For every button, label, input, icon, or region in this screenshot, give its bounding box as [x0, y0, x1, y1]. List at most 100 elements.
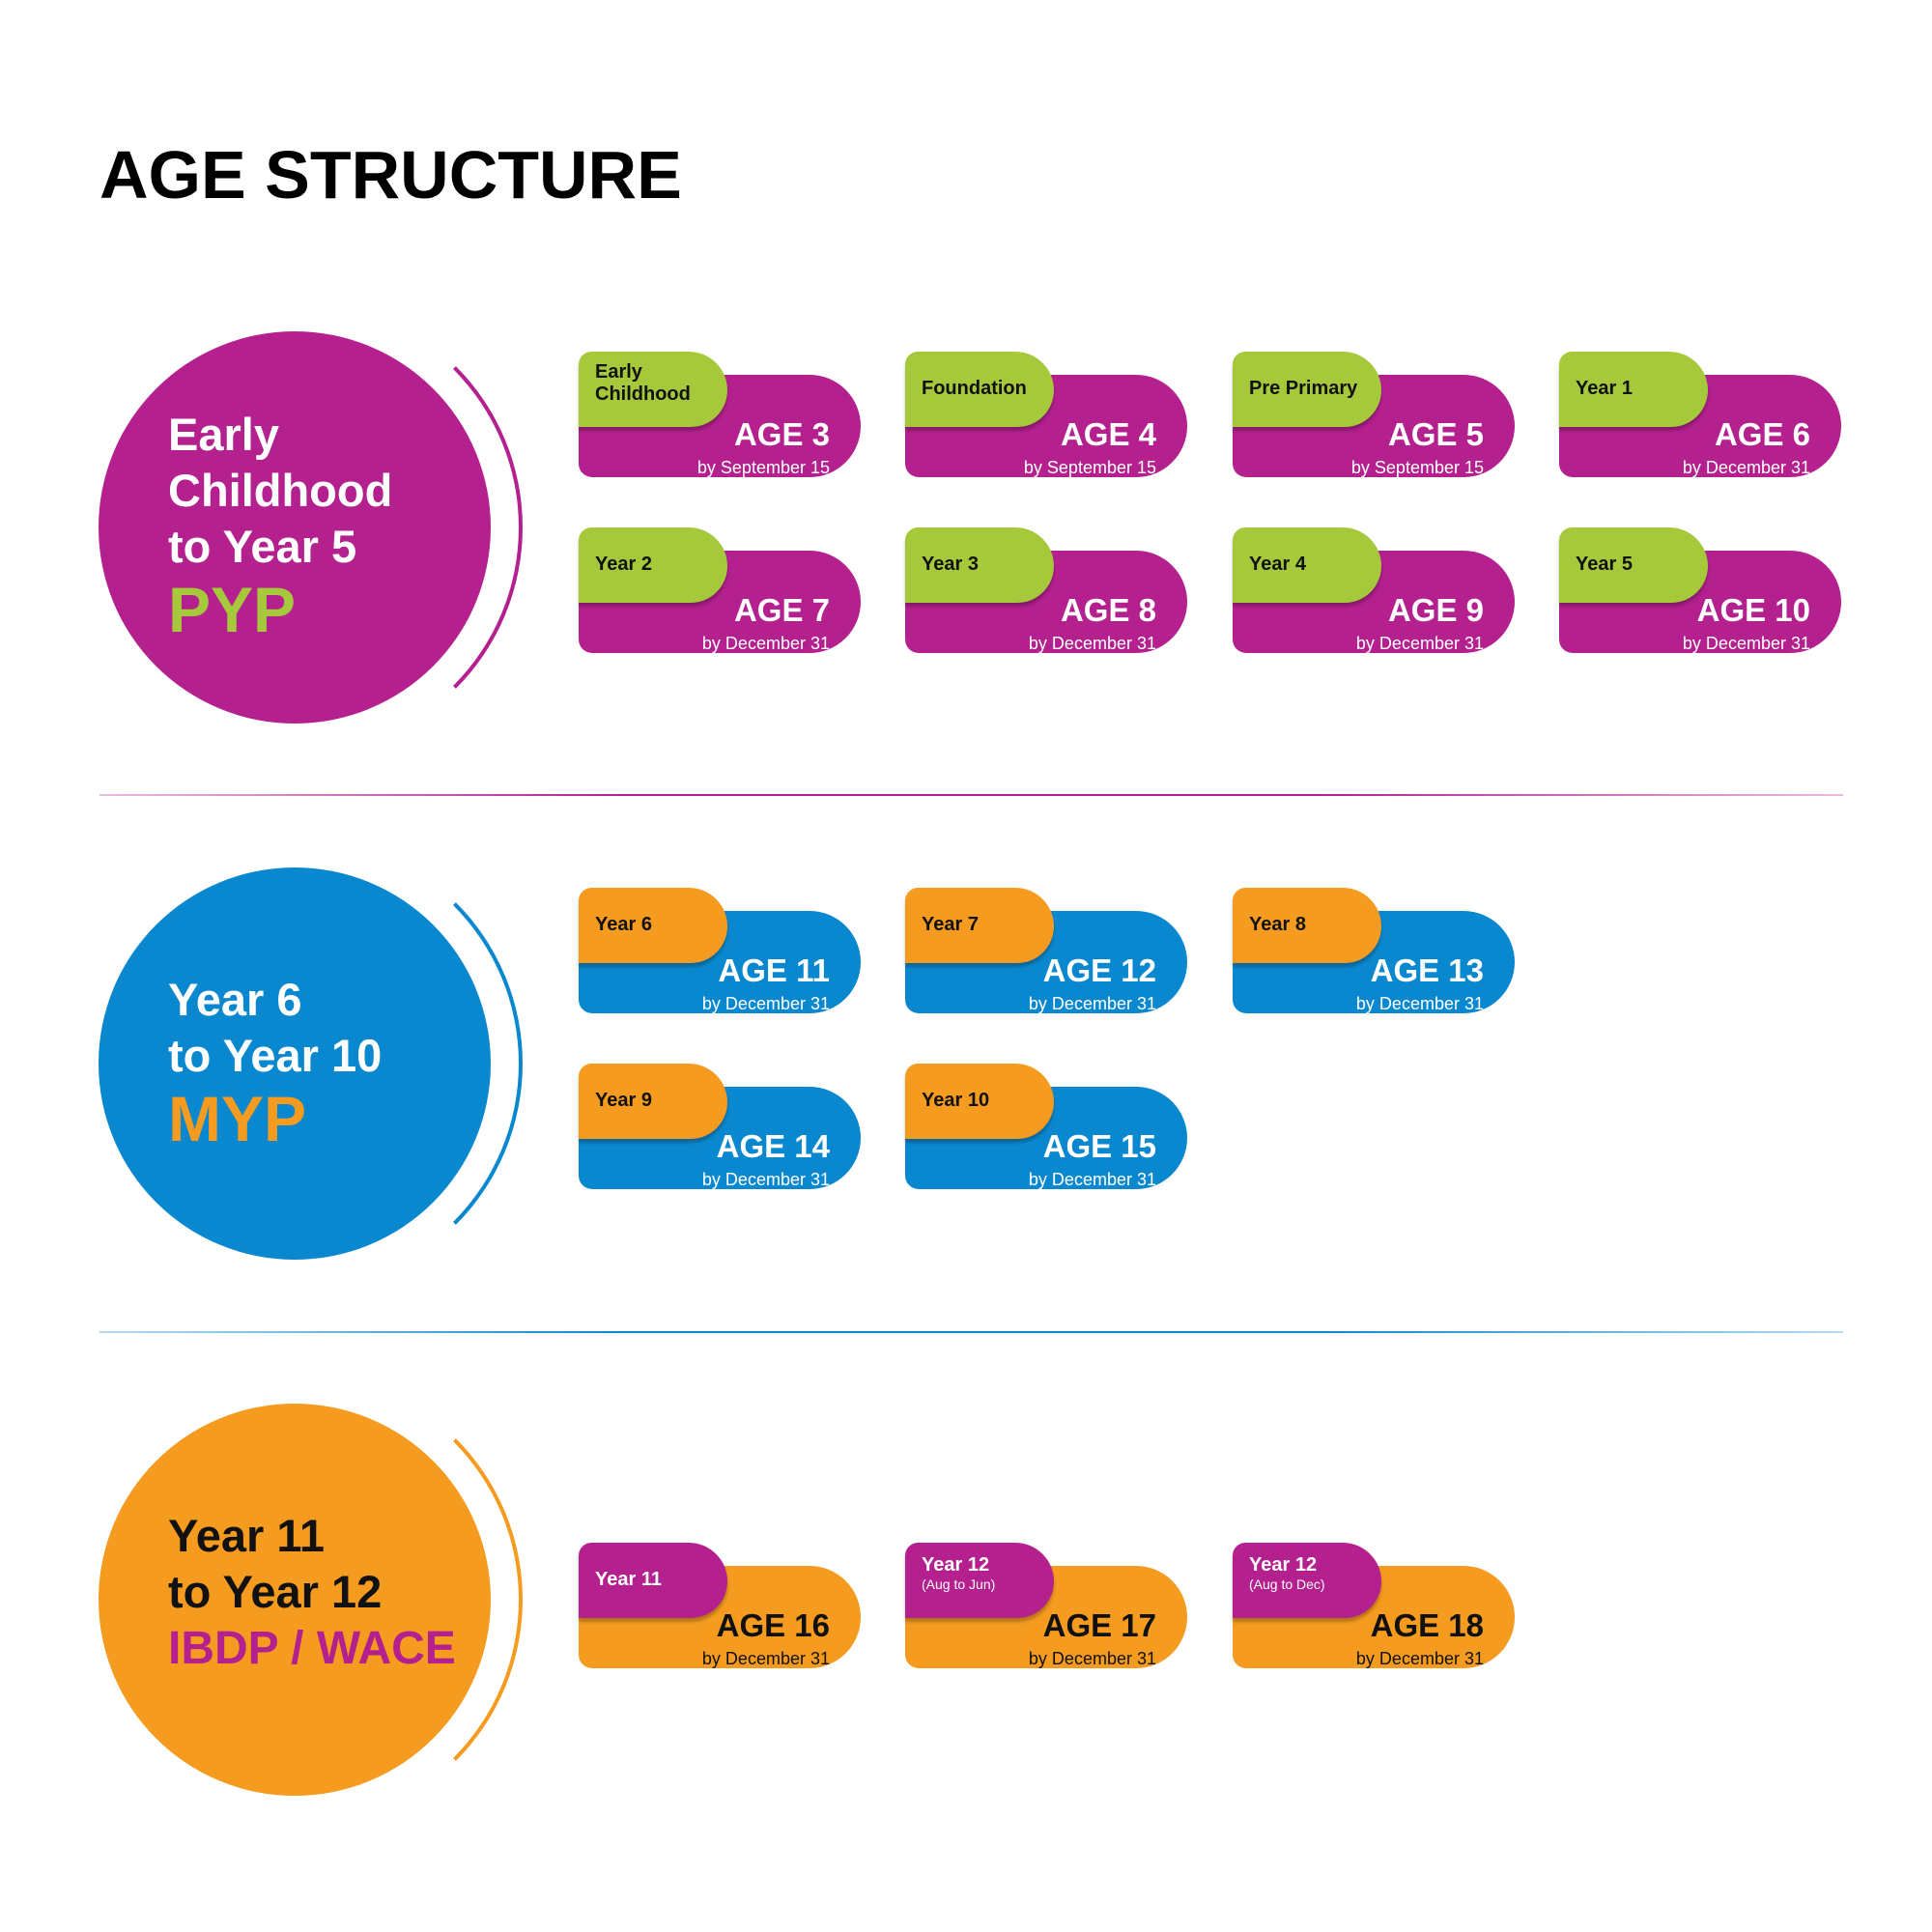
age-label: AGE 18: [1370, 1607, 1484, 1643]
age-card: AGE 4 by September 15 Foundation: [905, 352, 1187, 477]
program-heading-line: Childhood: [168, 465, 393, 516]
age-label: AGE 6: [1714, 416, 1810, 452]
year-level-tab: Year 1: [1559, 352, 1708, 427]
age-card: AGE 15 by December 31 Year 10: [905, 1064, 1187, 1189]
year-level-tab: Foundation: [905, 352, 1054, 427]
cutoff-date: by September 15: [1350, 458, 1484, 477]
year-level-tab: Year 11: [579, 1543, 727, 1618]
age-card: AGE 12 by December 31 Year 7: [905, 888, 1187, 1013]
age-label: AGE 13: [1370, 952, 1484, 988]
year-level-tab: Year 8: [1233, 888, 1381, 963]
age-label: AGE 12: [1042, 952, 1156, 988]
year-level-tab: Year 7: [905, 888, 1054, 963]
age-label: AGE 14: [716, 1128, 830, 1164]
program-heading-line: Early: [168, 409, 279, 460]
age-label: AGE 4: [1060, 416, 1156, 452]
cutoff-date: by December 31: [1355, 1649, 1484, 1668]
year-level: Year 1: [1576, 378, 1633, 399]
age-card: AGE 11 by December 31 Year 6: [579, 888, 861, 1013]
age-label: AGE 5: [1387, 416, 1484, 452]
year-level-tab: Year 6: [579, 888, 727, 963]
cutoff-date: by December 31: [1355, 994, 1484, 1013]
age-card: AGE 13 by December 31 Year 8: [1233, 888, 1515, 1013]
age-label: AGE 15: [1042, 1128, 1156, 1164]
year-level-tab: Year 12(Aug to Dec): [1233, 1543, 1381, 1618]
program-name: IBDP / WACE: [168, 1623, 456, 1674]
age-card: AGE 5 by September 15 Pre Primary: [1233, 352, 1515, 477]
age-label: AGE 17: [1042, 1607, 1156, 1643]
year-level: Year 4: [1249, 554, 1306, 575]
program-heading-line: Year 11: [168, 1510, 326, 1561]
year-level-period: (Aug to Dec): [1249, 1577, 1325, 1592]
program-name: MYP: [168, 1083, 307, 1154]
age-label: AGE 7: [733, 592, 830, 628]
year-level: Year 11: [595, 1569, 662, 1590]
year-level: Year 12: [1249, 1554, 1318, 1576]
year-level-period: (Aug to Jun): [922, 1577, 996, 1592]
cutoff-date: by December 31: [701, 634, 830, 653]
program-name: PYP: [168, 574, 297, 645]
program-heading-line: to Year 10: [168, 1030, 383, 1081]
year-level-tab: Year 5: [1559, 527, 1708, 603]
cutoff-date: by December 31: [1355, 634, 1484, 653]
year-level: Year 2: [595, 554, 652, 575]
year-level-tab: Year 4: [1233, 527, 1381, 603]
age-card: AGE 14 by December 31 Year 9: [579, 1064, 861, 1189]
year-level-tab: Early Childhood: [579, 352, 727, 427]
age-card: AGE 7 by December 31 Year 2: [579, 527, 861, 653]
year-level: Year 12: [922, 1554, 990, 1576]
year-level: Year 9: [595, 1090, 652, 1111]
decorative-arc: [295, 299, 523, 755]
age-label: AGE 3: [733, 416, 830, 452]
program-heading-line: Year 6: [168, 974, 302, 1025]
page-title: AGE STRUCTURE: [99, 137, 682, 213]
year-level: Pre Primary: [1249, 378, 1358, 399]
cutoff-date: by December 31: [1682, 458, 1810, 477]
cutoff-date: by December 31: [701, 1649, 830, 1668]
age-label: AGE 11: [718, 952, 830, 988]
age-card: AGE 17 by December 31 Year 12(Aug to Jun): [905, 1543, 1187, 1668]
age-label: AGE 16: [716, 1607, 830, 1643]
decorative-arc: [295, 1372, 523, 1828]
year-level: Year 10: [922, 1090, 990, 1111]
section-divider-pyp-myp: [99, 794, 1843, 796]
cutoff-date: by December 31: [1028, 994, 1156, 1013]
program-heading-line: to Year 5: [168, 521, 357, 572]
cutoff-date: by December 31: [701, 1170, 830, 1189]
year-level: Year 5: [1576, 554, 1633, 575]
year-level: Year 6: [595, 914, 652, 935]
cutoff-date: by December 31: [1028, 1649, 1156, 1668]
cutoff-date: by September 15: [1023, 458, 1156, 477]
year-level: Year 8: [1249, 914, 1306, 935]
year-level: Year 7: [922, 914, 979, 935]
year-level-tab: Year 10: [905, 1064, 1054, 1139]
age-label: AGE 9: [1387, 592, 1484, 628]
age-label: AGE 10: [1696, 592, 1810, 628]
decorative-arc: [295, 836, 523, 1292]
year-level-tab: Year 9: [579, 1064, 727, 1139]
age-card: AGE 18 by December 31 Year 12(Aug to Dec): [1233, 1543, 1515, 1668]
year-level: Early Childhood: [595, 361, 691, 405]
age-card: AGE 16 by December 31 Year 11: [579, 1543, 861, 1668]
cutoff-date: by December 31: [1028, 1170, 1156, 1189]
age-label: AGE 8: [1060, 592, 1156, 628]
age-card: AGE 3 by September 15 Early Childhood: [579, 352, 861, 477]
year-level-tab: Pre Primary: [1233, 352, 1381, 427]
year-level: Foundation: [922, 378, 1027, 399]
age-card: AGE 6 by December 31 Year 1: [1559, 352, 1841, 477]
program-heading-line: to Year 12: [168, 1566, 383, 1617]
year-level-tab: Year 3: [905, 527, 1054, 603]
cutoff-date: by December 31: [701, 994, 830, 1013]
cutoff-date: by September 15: [696, 458, 830, 477]
